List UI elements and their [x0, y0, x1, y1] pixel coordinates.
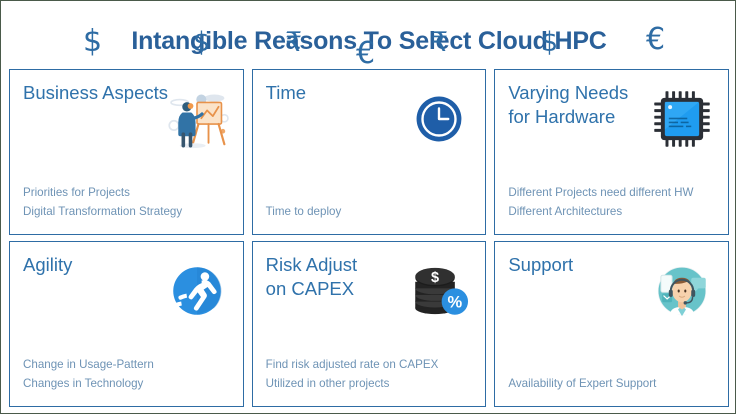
card-detail-line: Change in Usage-Pattern — [23, 358, 154, 372]
rupee-symbol-title-1: ₹ — [285, 27, 303, 58]
card-title-business-aspects: Business Aspects — [23, 82, 168, 103]
card-detail-line: Digital Transformation Strategy — [23, 205, 183, 219]
card-detail-line: Different Projects need different HW — [508, 186, 694, 200]
card-detail-lines-support: Availability of Expert Support — [508, 375, 656, 394]
svg-text:$: $ — [431, 270, 439, 286]
card-title-time: Time — [265, 82, 307, 103]
card-detail-lines-risk-adjust-on-capex: Find risk adjusted rate on CAPEX Utilized… — [266, 356, 439, 394]
euro-symbol-title: € — [356, 36, 376, 71]
euro-symbol-right: € — [646, 22, 666, 57]
dollar-symbol-title-1: $ — [193, 27, 211, 58]
dollar-symbol-title-2: $ — [541, 27, 559, 58]
support-agent-headset-icon — [646, 258, 718, 324]
card-title-agility: Agility — [23, 254, 73, 275]
coin-stack-percent-icon: $ % — [403, 258, 475, 324]
card-support[interactable]: Support — [494, 241, 729, 407]
presentation-easel-icon — [161, 86, 233, 152]
card-detail-line: Different Architectures — [508, 205, 623, 219]
dollar-symbol-left: $ — [83, 24, 103, 59]
card-detail-line: Priorities for Projects — [23, 186, 130, 200]
card-time[interactable]: Time Time to deploy — [251, 69, 487, 235]
card-varying-needs-for-hardware[interactable]: Varying Needs for Hardware — [494, 69, 729, 235]
card-detail-line: Utilized in other projects — [265, 377, 390, 391]
title-band: Intangible Reasons To Select Cloud HPC $… — [1, 1, 735, 71]
card-detail-line: Availability of Expert Support — [508, 377, 657, 391]
card-business-aspects[interactable]: Business Aspects Priorities for Projects… — [9, 69, 244, 235]
cpu-chip-icon — [646, 86, 718, 152]
card-detail-line: Find risk adjusted rate on CAPEX — [265, 358, 439, 372]
card-risk-adjust-on-capex[interactable]: Risk Adjust on CAPEX $ % Find risk adju — [251, 241, 487, 407]
page-title: Intangible Reasons To Select Cloud HPC — [131, 27, 607, 55]
card-detail-lines-varying-needs-for-hardware: Different Projects need different HW Diff… — [508, 184, 693, 222]
rupee-symbol-title-2: ₹ — [431, 27, 449, 58]
card-title-risk-adjust-on-capex: Risk Adjust on CAPEX — [265, 254, 358, 299]
card-title-varying-needs-for-hardware: Varying Needs for Hardware — [508, 82, 629, 127]
card-title-support: Support — [508, 254, 574, 275]
running-person-icon — [161, 258, 233, 324]
card-detail-line: Time to deploy — [265, 205, 342, 219]
card-grid: Business Aspects Priorities for Projects… — [9, 69, 729, 407]
svg-text:%: % — [448, 294, 463, 312]
card-detail-lines-time: Time to deploy — [266, 203, 342, 222]
clock-icon — [403, 86, 475, 152]
card-detail-line: Changes in Technology — [23, 377, 144, 391]
